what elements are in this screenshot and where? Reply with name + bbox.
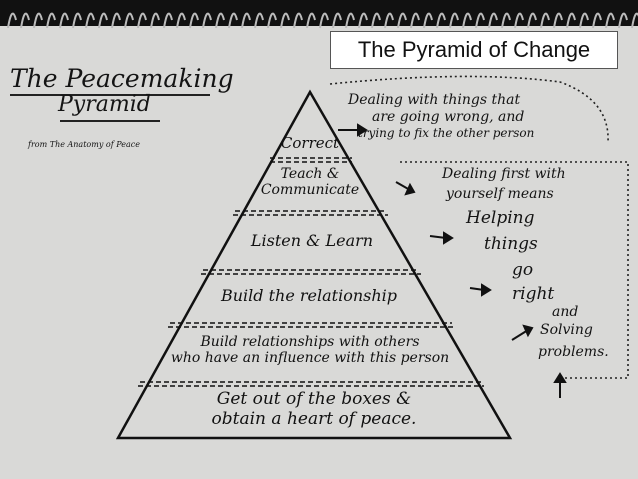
spiral-ring [631, 12, 638, 29]
spiral-ring [527, 12, 537, 29]
spiral-ring [579, 12, 589, 29]
subtitle-underline [60, 120, 160, 122]
spiral-ring [176, 12, 186, 29]
side-note-line6: right [512, 284, 555, 304]
notebook-subtitle: Pyramid [58, 92, 151, 117]
spiral-ring [475, 12, 485, 29]
spiral-ring [410, 12, 420, 29]
spiral-ring [241, 12, 251, 29]
spiral-ring [72, 12, 82, 29]
spiral-ring [33, 12, 43, 29]
spiral-ring [137, 12, 147, 29]
spiral-ring [20, 12, 30, 29]
top-note-line3: trying to fix the other person [358, 125, 535, 140]
spiral-ring [618, 12, 628, 29]
spiral-ring [371, 12, 381, 29]
level-teach-line2: Communicate [260, 182, 360, 199]
spiral-ring [501, 12, 511, 29]
spiral-ring [306, 12, 316, 29]
level-listen-text: Listen & Learn [250, 231, 374, 250]
spiral-ring [46, 12, 56, 29]
level-boxes-line1: Get out of the boxes & [216, 389, 412, 409]
level-build-others-line1: Build relationships with others [200, 334, 420, 350]
level-boxes-line2: obtain a heart of peace. [211, 408, 417, 429]
arrow-build-others [511, 329, 529, 341]
side-note-line2: yourself means [446, 186, 554, 202]
spiral-ring [7, 12, 17, 29]
spiral-ring [319, 12, 329, 29]
top-note: Dealing with things that are going wrong… [348, 92, 534, 140]
spiral-ring [436, 12, 446, 29]
level-boxes: Get out of the boxes & obtain a heart of… [124, 389, 504, 429]
sketchbook-page [0, 26, 638, 479]
spiral-ring [267, 12, 277, 29]
spiral-ring [98, 12, 108, 29]
spiral-ring [59, 12, 69, 29]
source-credit: from The Anatomy of Peace [28, 140, 140, 149]
side-note-line4: things [484, 234, 538, 254]
title-underline [10, 94, 210, 96]
spiral-ring [215, 12, 225, 29]
spiral-ring [423, 12, 433, 29]
spiral-ring [345, 12, 355, 29]
top-note-line1: Dealing with things that [348, 92, 521, 108]
side-note-line8: Solving [540, 322, 593, 338]
spiral-ring [228, 12, 238, 29]
spiral-ring [553, 12, 563, 29]
notebook-title: The Peacemaking [10, 64, 234, 93]
level-build-others: Build relationships with others who have… [136, 334, 484, 366]
level-build-others-line2: who have an influence with this person [170, 350, 450, 367]
slide-title-banner: The Pyramid of Change [330, 31, 618, 69]
pyramid-outline [115, 89, 513, 440]
spiral-ring [449, 12, 459, 29]
spiral-ring [514, 12, 524, 29]
spiral-ring [85, 12, 95, 29]
spiral-ring [280, 12, 290, 29]
spiral-ring [540, 12, 550, 29]
level-teach: Teach & Communicate [228, 166, 392, 198]
level-correct-text: Correct [280, 134, 340, 152]
level-teach-line1: Teach & [280, 166, 340, 182]
spiral-ring [592, 12, 602, 29]
spiral-ring [254, 12, 264, 29]
spiral-ring [124, 12, 134, 29]
level-listen: Listen & Learn [200, 231, 424, 250]
spiral-ring [397, 12, 407, 29]
spiral-ring [566, 12, 576, 29]
side-note-line5: go [512, 260, 534, 280]
spiral-ring [202, 12, 212, 29]
side-note-bracket [400, 161, 629, 379]
level-correct: Correct [262, 134, 358, 152]
side-note-line9: problems. [538, 344, 609, 360]
spiral-ring [462, 12, 472, 29]
side-note-line1: Dealing first with [442, 166, 566, 182]
spiral-ring [150, 12, 160, 29]
spiral-ring [111, 12, 121, 29]
spiral-ring [189, 12, 199, 29]
top-note-line2: are going wrong, and [372, 108, 525, 125]
spiral-binding [7, 12, 638, 29]
spiral-ring [293, 12, 303, 29]
spiral-ring [358, 12, 368, 29]
spiral-ring [384, 12, 394, 29]
spiral-ring [605, 12, 615, 29]
side-note-line3: Helping [466, 208, 535, 228]
side-note-line7: and [552, 304, 579, 320]
spiral-ring [488, 12, 498, 29]
level-build-rel: Build the relationship [164, 286, 454, 305]
level-build-rel-text: Build the relationship [220, 286, 398, 305]
spiral-ring [332, 12, 342, 29]
spiral-ring [163, 12, 173, 29]
